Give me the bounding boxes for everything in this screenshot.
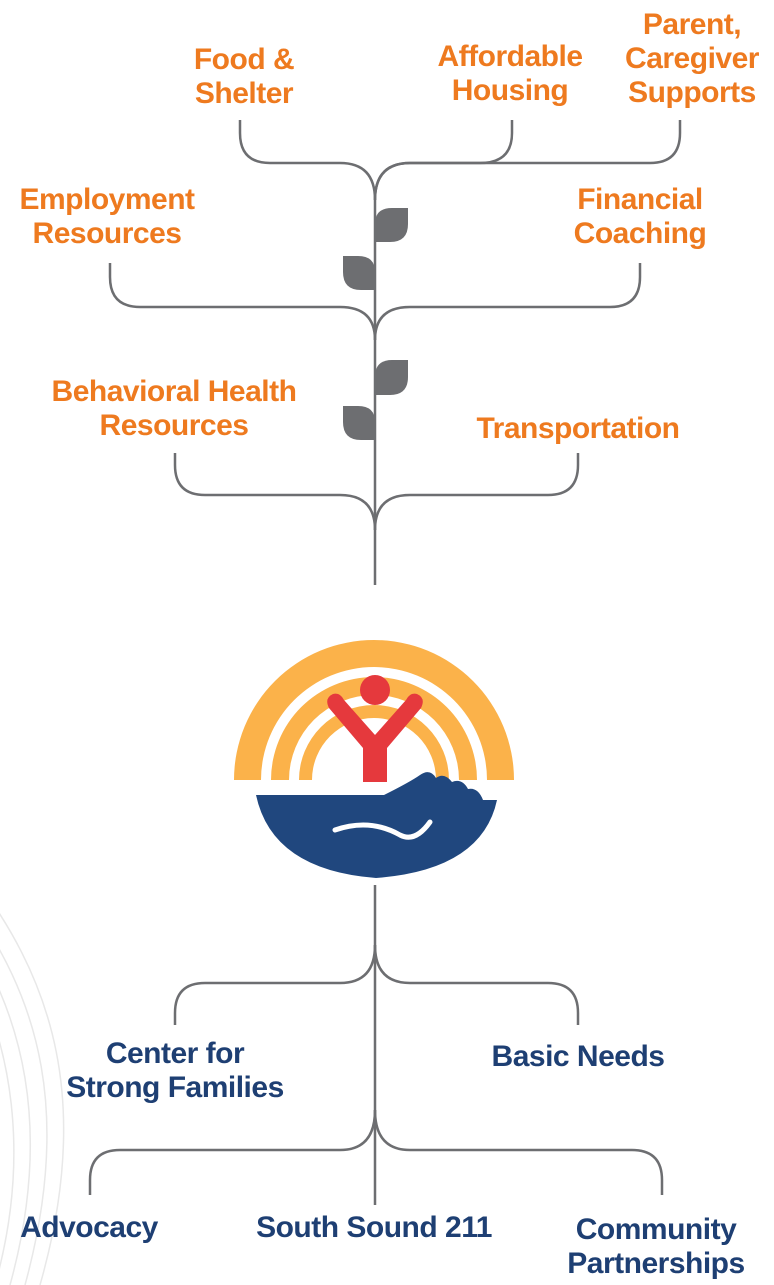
figure-head [360, 675, 390, 705]
leaf-icon [375, 360, 408, 395]
figure-body [327, 693, 423, 782]
label-financial-coaching: Financial Coaching [573, 183, 707, 250]
background-swoosh [0, 913, 65, 1285]
label-transportation: Transportation [476, 412, 680, 445]
label-center-strong-families: Center for Strong Families [66, 1037, 284, 1104]
leaves [343, 208, 408, 440]
lower-branches [88, 885, 664, 1205]
label-affordable-housing: Affordable Housing [437, 40, 584, 107]
label-south-sound-211: South Sound 211 [256, 1211, 492, 1244]
logo-icon [234, 640, 514, 878]
branch-transportation [373, 453, 580, 531]
label-advocacy: Advocacy [20, 1211, 158, 1244]
label-food-shelter: Food & Shelter [193, 43, 295, 110]
label-basic-needs: Basic Needs [491, 1040, 665, 1073]
hand-thumb-gap [332, 819, 433, 840]
branch-parent-caregiver [373, 120, 682, 201]
branch-food-shelter [238, 120, 377, 201]
label-behavioral-health: Behavioral Health Resources [51, 375, 297, 442]
leaf-icon [375, 208, 408, 242]
rainbow-inner [299, 705, 449, 780]
rainbow-middle [271, 677, 477, 780]
branch-employment [108, 263, 377, 341]
leaf-icon [343, 256, 375, 290]
branch-financial [373, 263, 642, 341]
branch-affordable-housing [373, 120, 514, 201]
label-community-partnerships: Community Partnerships [567, 1213, 745, 1280]
branch-behavioral [173, 453, 377, 531]
leaf-icon [343, 406, 375, 440]
label-employment-resources: Employment Resources [19, 183, 195, 250]
branch-community [373, 1109, 664, 1195]
label-parent-caregiver-supports: Parent, Caregiver Supports [625, 8, 759, 109]
rainbow-outer [234, 640, 514, 780]
branch-basic-needs [373, 944, 580, 1025]
branch-advocacy [88, 1109, 377, 1195]
branch-center-strong-families [173, 944, 377, 1025]
